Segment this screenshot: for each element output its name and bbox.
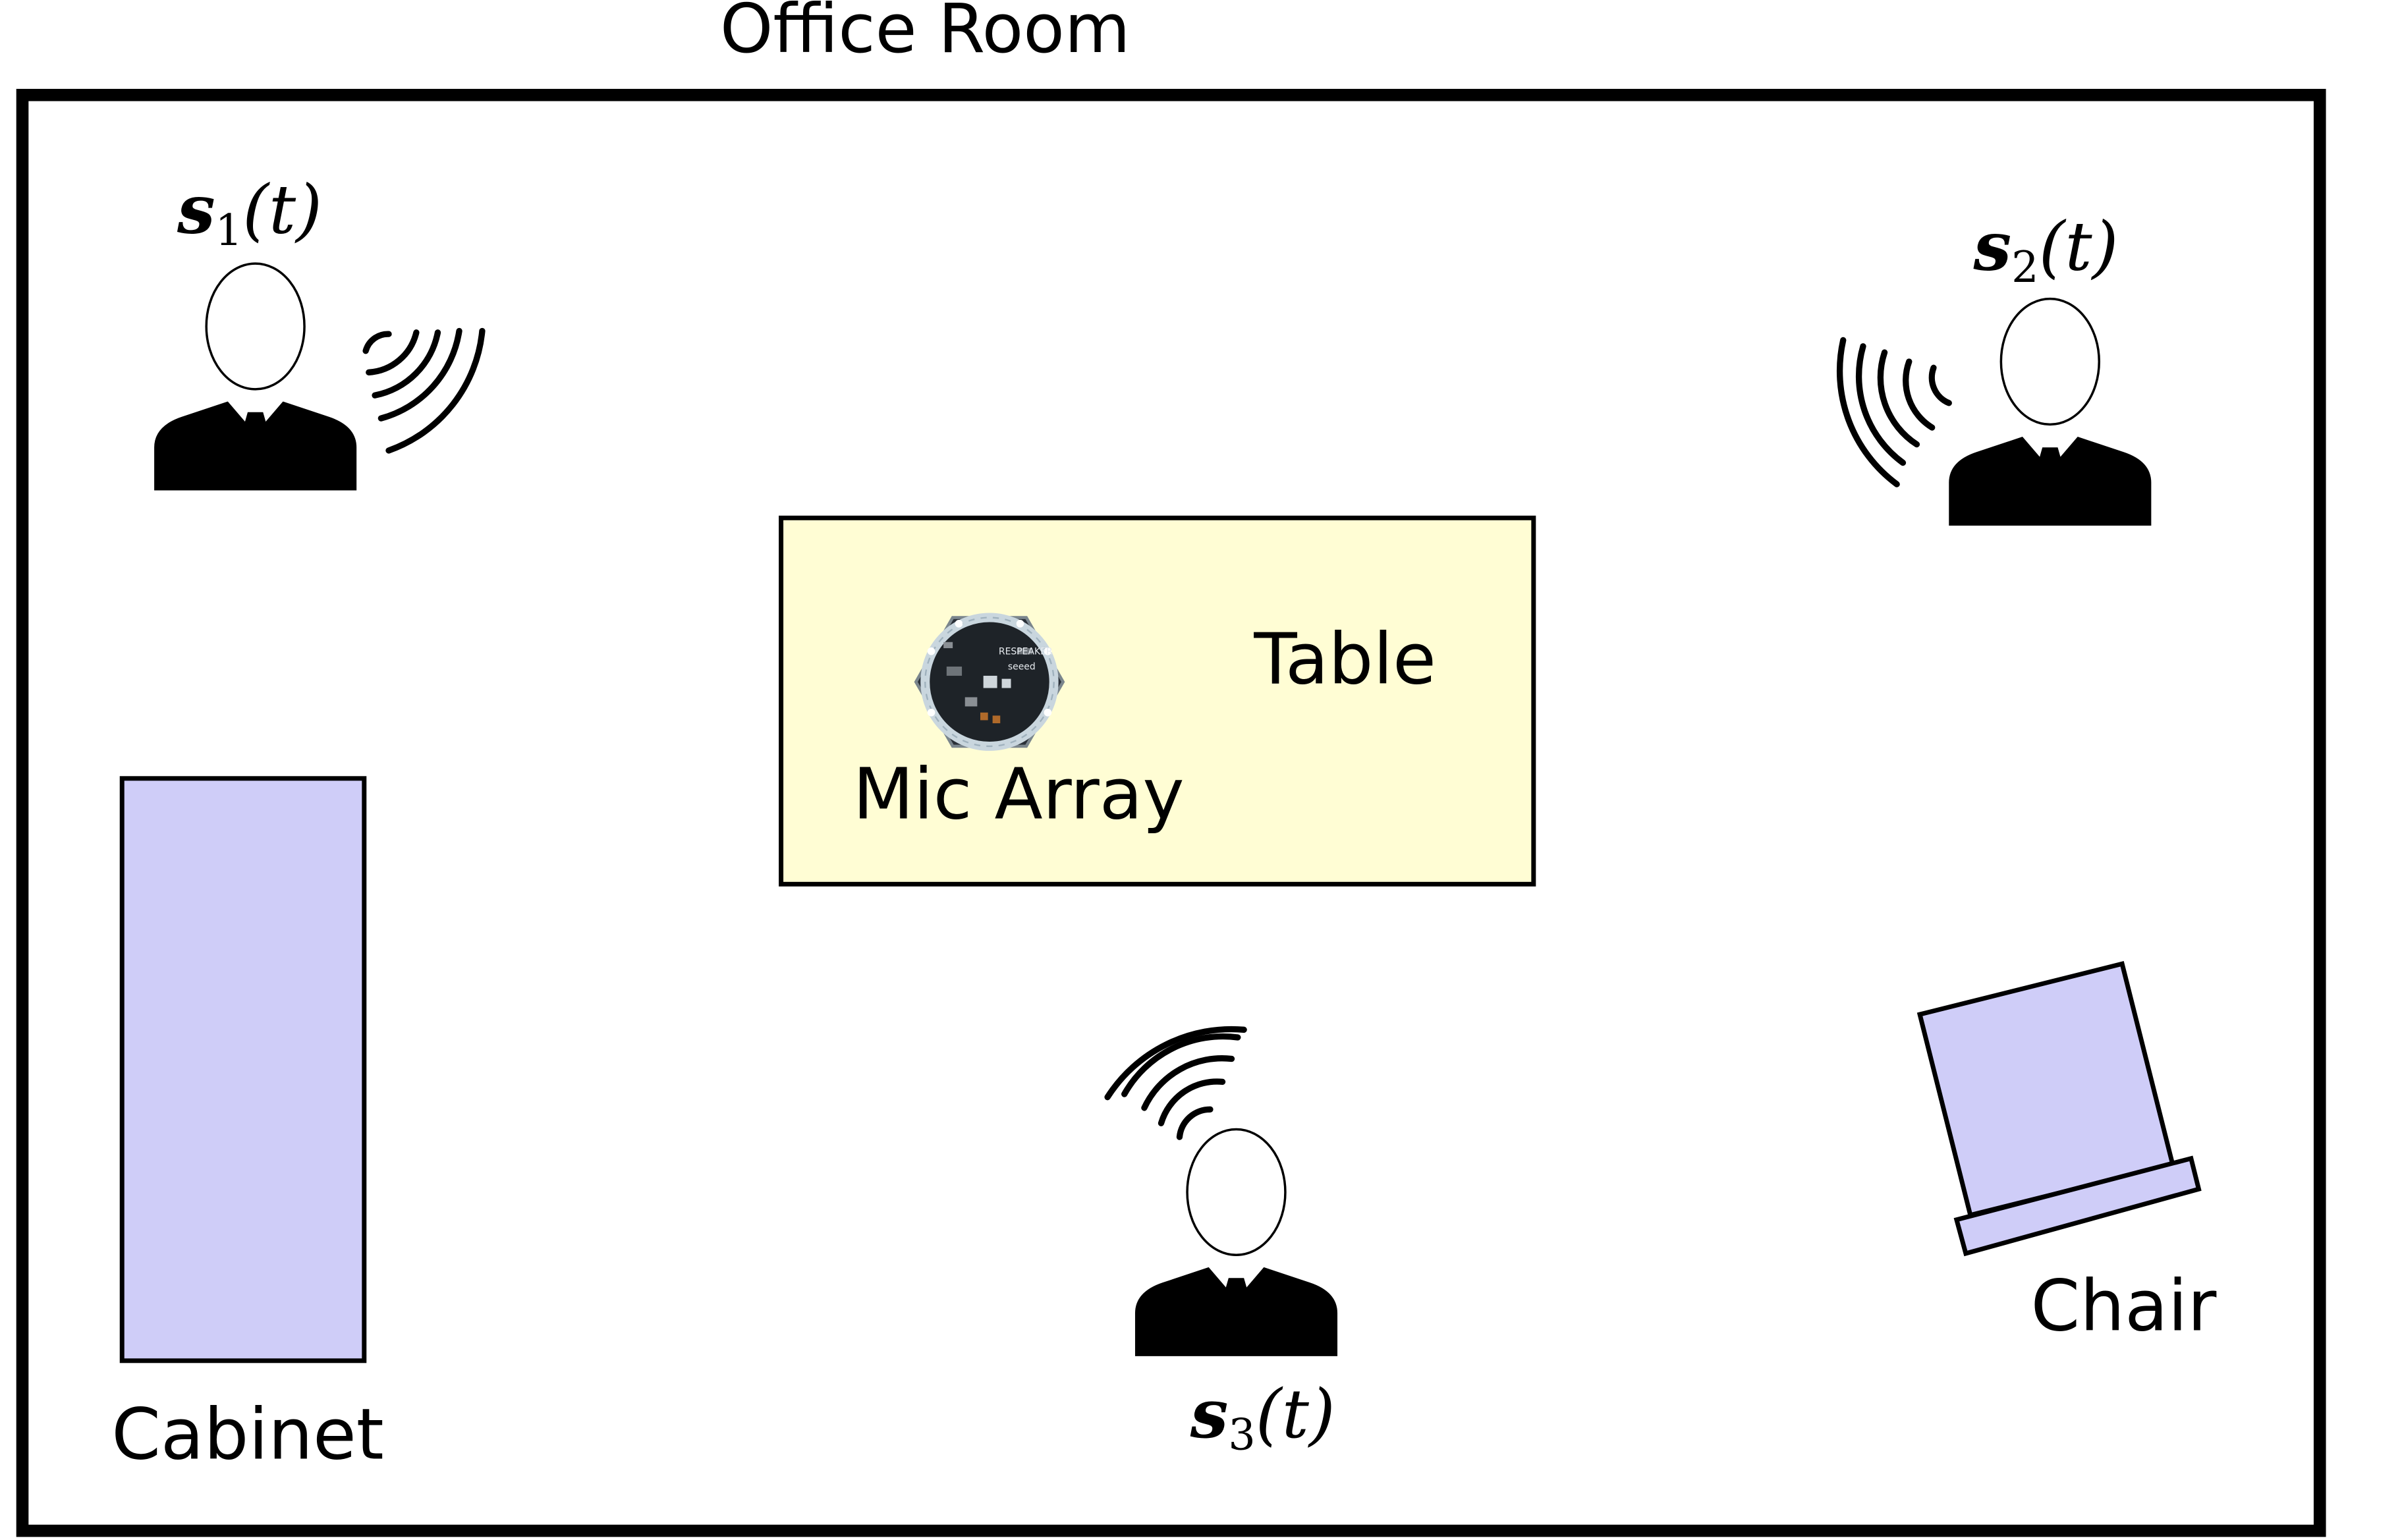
speaker-2: s2(t) [1836, 207, 2153, 527]
speaker-1-label: s1(t) [177, 171, 322, 256]
person-icon [1947, 297, 2153, 527]
chair-label: Chair [2031, 1265, 2217, 1347]
speaker-3-label: s3(t) [1190, 1375, 1335, 1460]
speaker-2-label: s2(t) [1972, 207, 2118, 292]
person-icon [153, 262, 358, 492]
mic-board-brand: seeed [1008, 662, 1036, 673]
table-label: Table [1253, 619, 1436, 701]
room-title: Office Room [720, 0, 1131, 69]
mic-array-board-icon: RESPEAKER seeed [914, 613, 1065, 751]
speaker-3: s3(t) [1104, 1026, 1339, 1460]
cabinet-label: Cabinet [111, 1394, 384, 1476]
room-boundary [16, 88, 2326, 1537]
speaker-1: s1(t) [153, 171, 486, 492]
mic-array-label: Mic Array [853, 754, 1185, 835]
sound-wave-icon [362, 327, 486, 454]
cabinet [119, 776, 367, 1363]
chair [1916, 961, 2202, 1257]
sound-wave-icon [1836, 337, 1952, 487]
person-icon [1134, 1128, 1339, 1358]
table [779, 515, 1536, 887]
sound-wave-icon [1104, 1026, 1247, 1140]
mic-board-text: RESPEAKER [999, 646, 1053, 657]
